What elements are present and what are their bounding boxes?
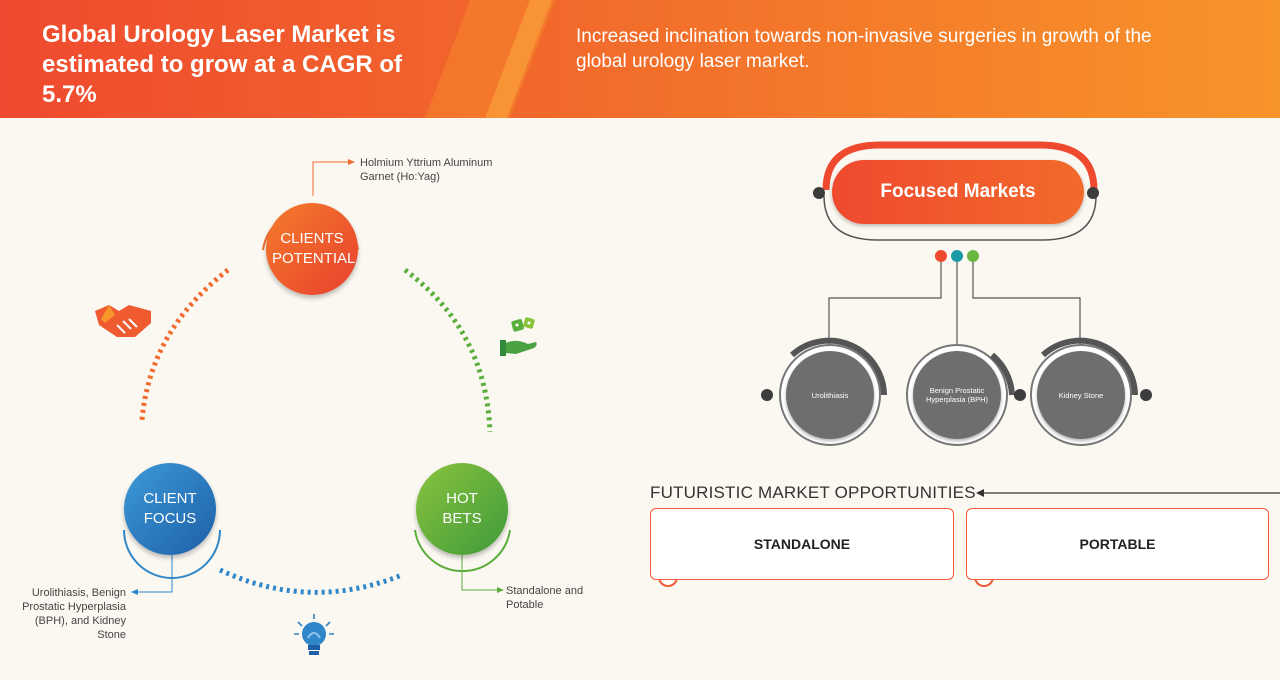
leader-clients-potential [312,161,348,196]
lightbulb-icon [294,614,334,655]
header-banner: Global Urology Laser Market is estimated… [0,0,1280,118]
market-kidney-stone: Kidney Stone [1037,351,1125,439]
client-focus-circle: CLIENT FOCUS [124,463,216,555]
handshake-icon [95,305,151,337]
leader-hot-bets [461,555,498,591]
leader-arrow-green [497,587,504,593]
connector-dot-teal [951,250,963,262]
client-focus-note: Urolithiasis, Benign Prostatic Hyperplas… [22,587,126,641]
frame-dot-right [1087,187,1099,199]
clients-potential-note: Holmium Yttrium Aluminum Garnet (Ho:Yag) [360,157,493,183]
hot-bets-label: HOT BETS [442,490,482,527]
opportunity-standalone: STANDALONE [650,508,954,580]
arc-orange [139,268,230,421]
arc-blue [218,567,403,595]
leader-arrow-blue [131,589,138,595]
market-ring-accent-1 [789,337,887,396]
hot-bets-circle: HOT BETS [416,463,508,555]
focused-markets-frame [822,141,1098,191]
clients-potential-circle: CLIENTS POTENTIAL [266,203,358,295]
market-ring-dot-2 [1014,389,1026,401]
connector-dot-orange [935,250,947,262]
arc-green [403,267,493,433]
connector-line-1 [828,262,942,346]
focused-markets-title: Focused Markets [832,160,1084,224]
money-dice-icon [500,317,537,356]
leader-arrow-orange [348,159,355,165]
leader-client-focus [137,555,173,593]
connector-dot-green [967,250,979,262]
market-bph: Benign Prostatic Hyperplasia (BPH) [913,351,1001,439]
header-subtitle: Increased inclination towards non-invasi… [576,26,1152,72]
client-focus-label: CLIENT FOCUS [143,490,197,527]
market-ring-dot-1 [761,389,773,401]
market-ring-accent-2 [990,352,1015,396]
opportunities-arrowhead [976,489,984,497]
focused-markets-frame-bottom [823,195,1097,241]
clients-potential-label: CLIENTS POTENTIAL [272,230,356,267]
frame-dot-left [813,187,825,199]
market-urolithiasis: Urolithiasis [786,351,874,439]
header-divider [425,0,555,118]
opportunities-title: FUTURISTIC MARKET OPPORTUNITIES [650,483,976,502]
hot-bets-note: Standalone and Potable [506,585,584,611]
connector-line-3 [972,262,1081,346]
market-ring-accent-3 [1040,337,1138,396]
header-title: Global Urology Laser Market is estimated… [42,21,403,108]
opportunity-portable: PORTABLE [966,508,1269,580]
market-ring-dot-3 [1140,389,1152,401]
